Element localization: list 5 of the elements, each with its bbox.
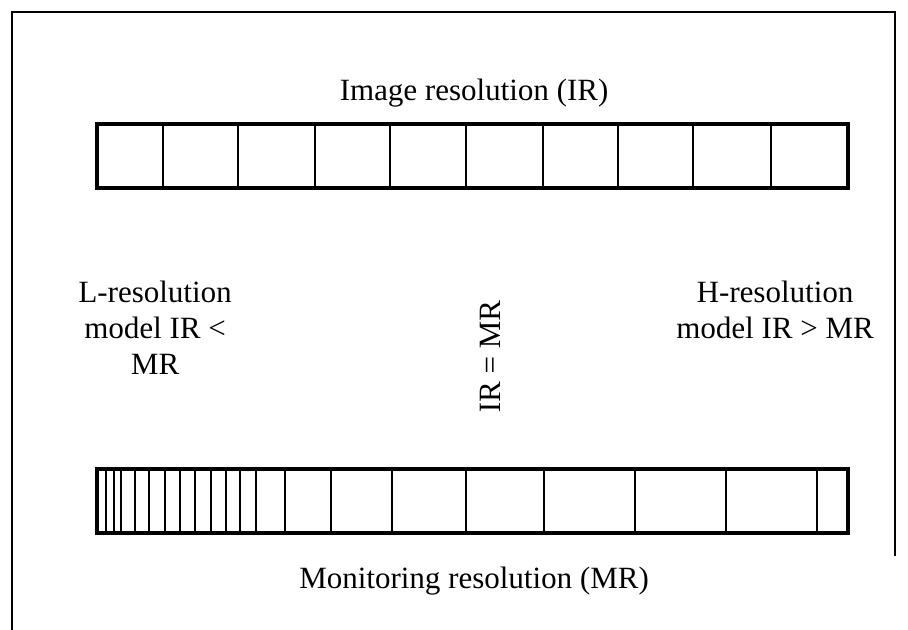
region-label: IR = MR	[472, 300, 508, 412]
region-label: L-resolution model IR < MR	[77, 274, 233, 382]
bar-title: Monitoring resolution (MR)	[298, 560, 650, 596]
bar-title: Image resolution (IR)	[338, 72, 610, 108]
region-label: H-resolution model IR > MR	[675, 274, 875, 346]
